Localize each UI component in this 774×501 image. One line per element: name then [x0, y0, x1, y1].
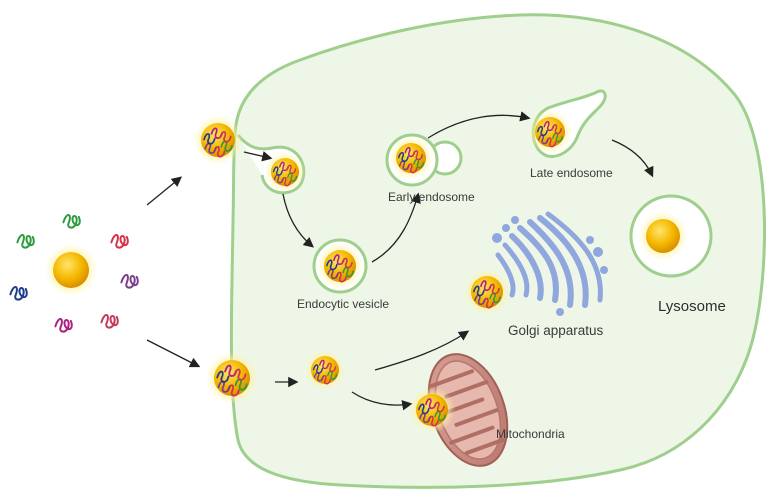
- polymer-strand: [341, 257, 353, 269]
- arrow-to-late-endosome: [427, 111, 531, 139]
- polymer-strand: [473, 285, 485, 297]
- polymer-strand: [273, 173, 284, 184]
- polymer-strand: [120, 273, 139, 289]
- arrow-to-direct-entry: [146, 339, 201, 368]
- arrow-to-endocytosis: [146, 176, 183, 206]
- coated-nanoparticle: [304, 349, 346, 391]
- polymer-strand: [537, 134, 549, 145]
- polymer-strand: [313, 371, 324, 382]
- polymer-strand: [9, 285, 28, 301]
- polymer-strand: [488, 283, 500, 295]
- label-lysosome: Lysosome: [658, 298, 726, 315]
- label-early-endosome: Early endosome: [388, 190, 475, 204]
- polymer-strand: [219, 131, 232, 143]
- arrow-to-early-endosome: [371, 192, 421, 263]
- polymer-strand: [418, 403, 430, 415]
- polymer-strand: [216, 370, 230, 383]
- arrow-to-endocytic-vesicle: [282, 193, 314, 248]
- polymer-strand: [412, 150, 424, 161]
- coated-nanoparticle: [264, 151, 306, 193]
- polymer-strand: [217, 380, 231, 393]
- label-endocytic-vesicle: Endocytic vesicle: [297, 297, 390, 311]
- polymer-strand: [474, 294, 486, 306]
- polymer-strand: [398, 160, 410, 171]
- coated-nanoparticle: [205, 351, 259, 405]
- golgi-apparatus: [492, 211, 608, 316]
- polymer-strand: [489, 292, 501, 304]
- coated-nanoparticle: [463, 268, 511, 316]
- coated-nanoparticle: [528, 110, 572, 154]
- polymer-strand: [413, 158, 425, 169]
- coated-nanoparticle: [408, 386, 456, 434]
- polymer-strand: [433, 401, 445, 413]
- polymer-strand: [286, 164, 297, 175]
- polymer-strand: [536, 125, 548, 137]
- lysosome-nanoparticle: [638, 211, 688, 261]
- polymer-strand: [234, 378, 248, 391]
- polymer-strand: [326, 259, 338, 271]
- label-golgi-apparatus: Golgi apparatus: [508, 323, 604, 338]
- nanoparticles: [9, 110, 688, 434]
- polymer-strand: [287, 172, 298, 182]
- polymer-strand: [100, 313, 119, 329]
- polymer-strand: [220, 140, 233, 152]
- polymer-strand: [110, 233, 129, 249]
- label-mitochondria: Mitochondria: [496, 427, 565, 441]
- coated-nanoparticle: [193, 115, 243, 165]
- polymer-strand: [62, 213, 81, 229]
- polymer-strand: [54, 317, 73, 333]
- polymer-strand: [312, 364, 323, 374]
- coated-nanoparticle: [389, 136, 433, 180]
- polymer-strand: [272, 166, 283, 176]
- arrows: [146, 111, 654, 411]
- polymer-strand: [204, 142, 217, 154]
- polymer-strand: [397, 151, 409, 163]
- coated-nanoparticle: [316, 242, 364, 290]
- polymer-strand: [552, 132, 564, 143]
- polymer-strand: [203, 133, 216, 145]
- polymer-strand: [16, 233, 35, 249]
- bare-nanoparticle: [44, 243, 98, 297]
- polymer-strand: [342, 266, 354, 278]
- polymer-strand: [233, 368, 247, 381]
- polymer-strand: [327, 268, 339, 280]
- label-late-endosome: Late endosome: [530, 166, 613, 180]
- arrow-to-golgi: [374, 330, 470, 371]
- arrow-into-invagination: [243, 151, 273, 162]
- polymer-strand: [326, 362, 337, 373]
- polymer-strand: [327, 370, 338, 380]
- polymer-strand: [419, 412, 431, 424]
- polymer-strand: [434, 410, 446, 422]
- mitochondria: [427, 353, 509, 467]
- arrow-to-mitochondria: [351, 391, 413, 411]
- polymer-strand: [551, 124, 563, 135]
- arrow-to-lysosome: [611, 139, 654, 178]
